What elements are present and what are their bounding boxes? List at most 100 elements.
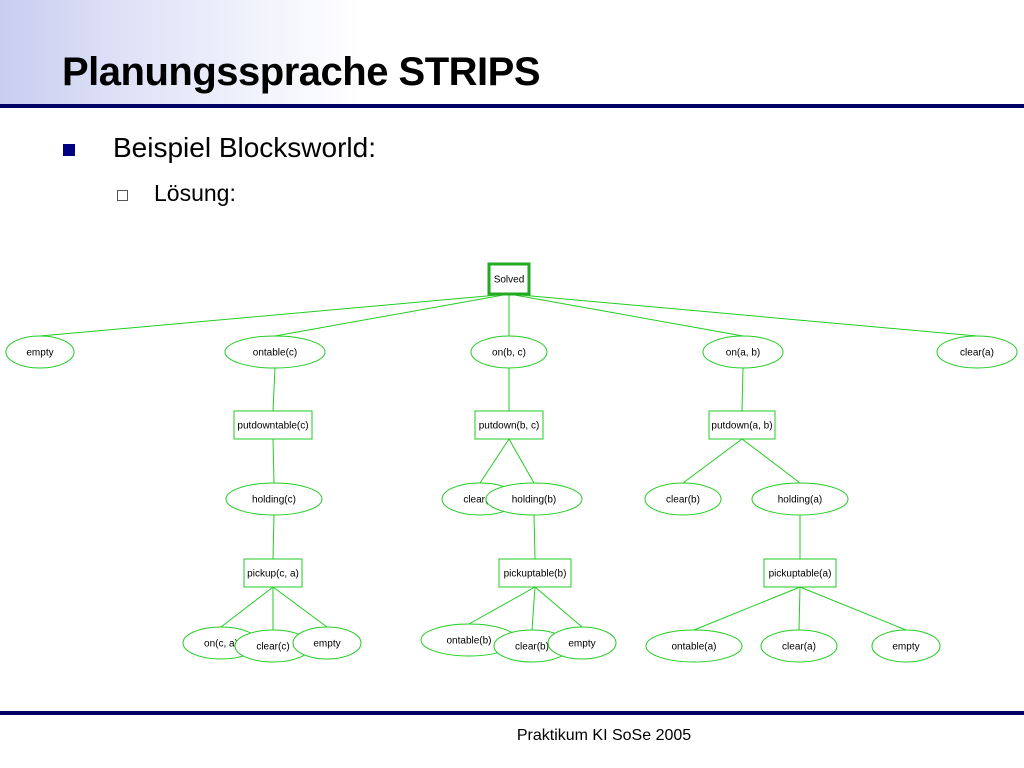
- tree-node-label: empty: [26, 348, 53, 359]
- tree-node-on-a-b: on(a, b): [702, 335, 784, 369]
- square-bullet-icon: [63, 144, 75, 156]
- tree-node-empty-3: empty: [547, 626, 617, 660]
- node-ellipse: [645, 629, 743, 663]
- tree-node-label: pickuptable(b): [504, 569, 567, 580]
- tree-node-ontable-a: ontable(a): [645, 629, 743, 663]
- tree-edge: [508, 293, 978, 337]
- tree-node-label: on(a, b): [726, 348, 760, 359]
- tree-node-label: holding(b): [512, 495, 556, 506]
- tree-edge: [508, 438, 535, 484]
- node-box: [474, 410, 544, 440]
- title-divider: [0, 104, 1024, 108]
- title-background-gradient: [0, 0, 360, 105]
- tree-edges: [39, 293, 978, 631]
- tree-edge: [479, 438, 510, 484]
- tree-node-label: ontable(b): [446, 636, 491, 647]
- node-ellipse: [644, 482, 722, 516]
- tree-node-label: pickup(c, a): [247, 569, 299, 580]
- tree-edge: [533, 514, 536, 560]
- tree-node-label: empty: [313, 639, 340, 650]
- tree-node-label: putdown(b, c): [479, 421, 540, 432]
- node-ellipse: [760, 629, 838, 663]
- sub-bullet-text: Lösung:: [154, 180, 236, 206]
- node-ellipse: [702, 335, 784, 369]
- tree-edge: [272, 586, 328, 628]
- tree-node-empty-1: empty: [5, 335, 75, 369]
- node-box: [498, 558, 572, 588]
- node-ellipse: [547, 626, 617, 660]
- node-ellipse: [225, 482, 323, 516]
- tree-node-empty-4: empty: [871, 629, 941, 663]
- tree-node-label: clear(a): [782, 642, 816, 653]
- tree-edge: [468, 586, 536, 625]
- node-ellipse: [5, 335, 75, 369]
- footer-divider: [0, 711, 1024, 715]
- tree-node-label: empty: [892, 642, 919, 653]
- tree-node-on-b-c: on(b, c): [470, 335, 548, 369]
- tree-node-pickuptable-b: pickuptable(b): [498, 558, 572, 588]
- tree-edge: [220, 586, 274, 628]
- bullet-item: Beispiel Blocksworld:: [63, 132, 376, 164]
- tree-edge: [274, 293, 510, 337]
- node-ellipse: [936, 335, 1018, 369]
- tree-node-empty-2: empty: [292, 626, 362, 660]
- root-box: [487, 262, 531, 296]
- tree-node-label: ontable(a): [671, 642, 716, 653]
- node-ellipse: [485, 482, 583, 516]
- tree-edge: [531, 586, 536, 631]
- tree-node-label: putdowntable(c): [237, 421, 308, 432]
- tree-node-label: empty: [568, 639, 595, 650]
- node-box: [243, 558, 303, 588]
- node-box: [708, 410, 776, 440]
- tree-node-label: clear(b): [515, 642, 549, 653]
- tree-edge: [799, 586, 907, 631]
- tree-node-label: on(b, c): [492, 348, 526, 359]
- footer-text: Praktikum KI SoSe 2005: [516, 727, 692, 744]
- tree-edge: [534, 586, 583, 628]
- tree-node-label: clear(c): [256, 642, 289, 653]
- node-ellipse: [871, 629, 941, 663]
- tree-edge: [508, 293, 744, 337]
- tree-node-label: clear(a): [960, 348, 994, 359]
- tree-edge: [741, 438, 801, 484]
- tree-node-label: holding(c): [252, 495, 296, 506]
- tree-node-label: Solved: [494, 275, 525, 286]
- tree-node-putdown-b-c: putdown(b, c): [474, 410, 544, 440]
- tree-node-holding-c: holding(c): [225, 482, 323, 516]
- tree-node-label: putdown(a, b): [711, 421, 772, 432]
- tree-edge: [39, 293, 510, 337]
- tree-node-label: ontable(c): [253, 348, 297, 359]
- slide-title: Planungssprache STRIPS: [62, 50, 541, 94]
- node-ellipse: [224, 335, 326, 369]
- tree-node-label: clear(b): [666, 495, 700, 506]
- tree-node-clear-a-1: clear(a): [936, 335, 1018, 369]
- tree-edge: [798, 586, 801, 631]
- tree-node-clear-b-1: clear(b): [644, 482, 722, 516]
- tree-node-clear-a-2: clear(a): [760, 629, 838, 663]
- tree-node-label: holding(a): [778, 495, 822, 506]
- tree-edge: [272, 514, 275, 560]
- tree-node-pickup-c-a: pickup(c, a): [243, 558, 303, 588]
- node-box: [233, 410, 313, 440]
- node-ellipse: [470, 335, 548, 369]
- tree-node-holding-b: holding(b): [485, 482, 583, 516]
- node-ellipse: [292, 626, 362, 660]
- bullet-text: Beispiel Blocksworld:: [113, 132, 376, 163]
- tree-edge: [693, 586, 801, 631]
- tree-node-root: Solved: [487, 262, 531, 296]
- node-ellipse: [751, 482, 849, 516]
- tree-node-label: pickuptable(a): [769, 569, 832, 580]
- tree-node-label: on(c, a): [204, 639, 238, 650]
- tree-edge: [682, 438, 743, 484]
- tree-node-pickuptable-a: pickuptable(a): [763, 558, 837, 588]
- hollow-square-bullet-icon: [117, 189, 128, 201]
- tree-node-ontable-c: ontable(c): [224, 335, 326, 369]
- tree-edge: [272, 367, 276, 412]
- tree-node-holding-a: holding(a): [751, 482, 849, 516]
- tree-node-putdowntable-c: putdowntable(c): [233, 410, 313, 440]
- tree-edge: [272, 438, 275, 484]
- sub-bullet-item: Lösung:: [117, 180, 236, 207]
- tree-node-putdown-a-b: putdown(a, b): [708, 410, 776, 440]
- tree-nodes: Solved empty ontable(c) on(b, c) on(a, b) cle…: [5, 262, 1018, 663]
